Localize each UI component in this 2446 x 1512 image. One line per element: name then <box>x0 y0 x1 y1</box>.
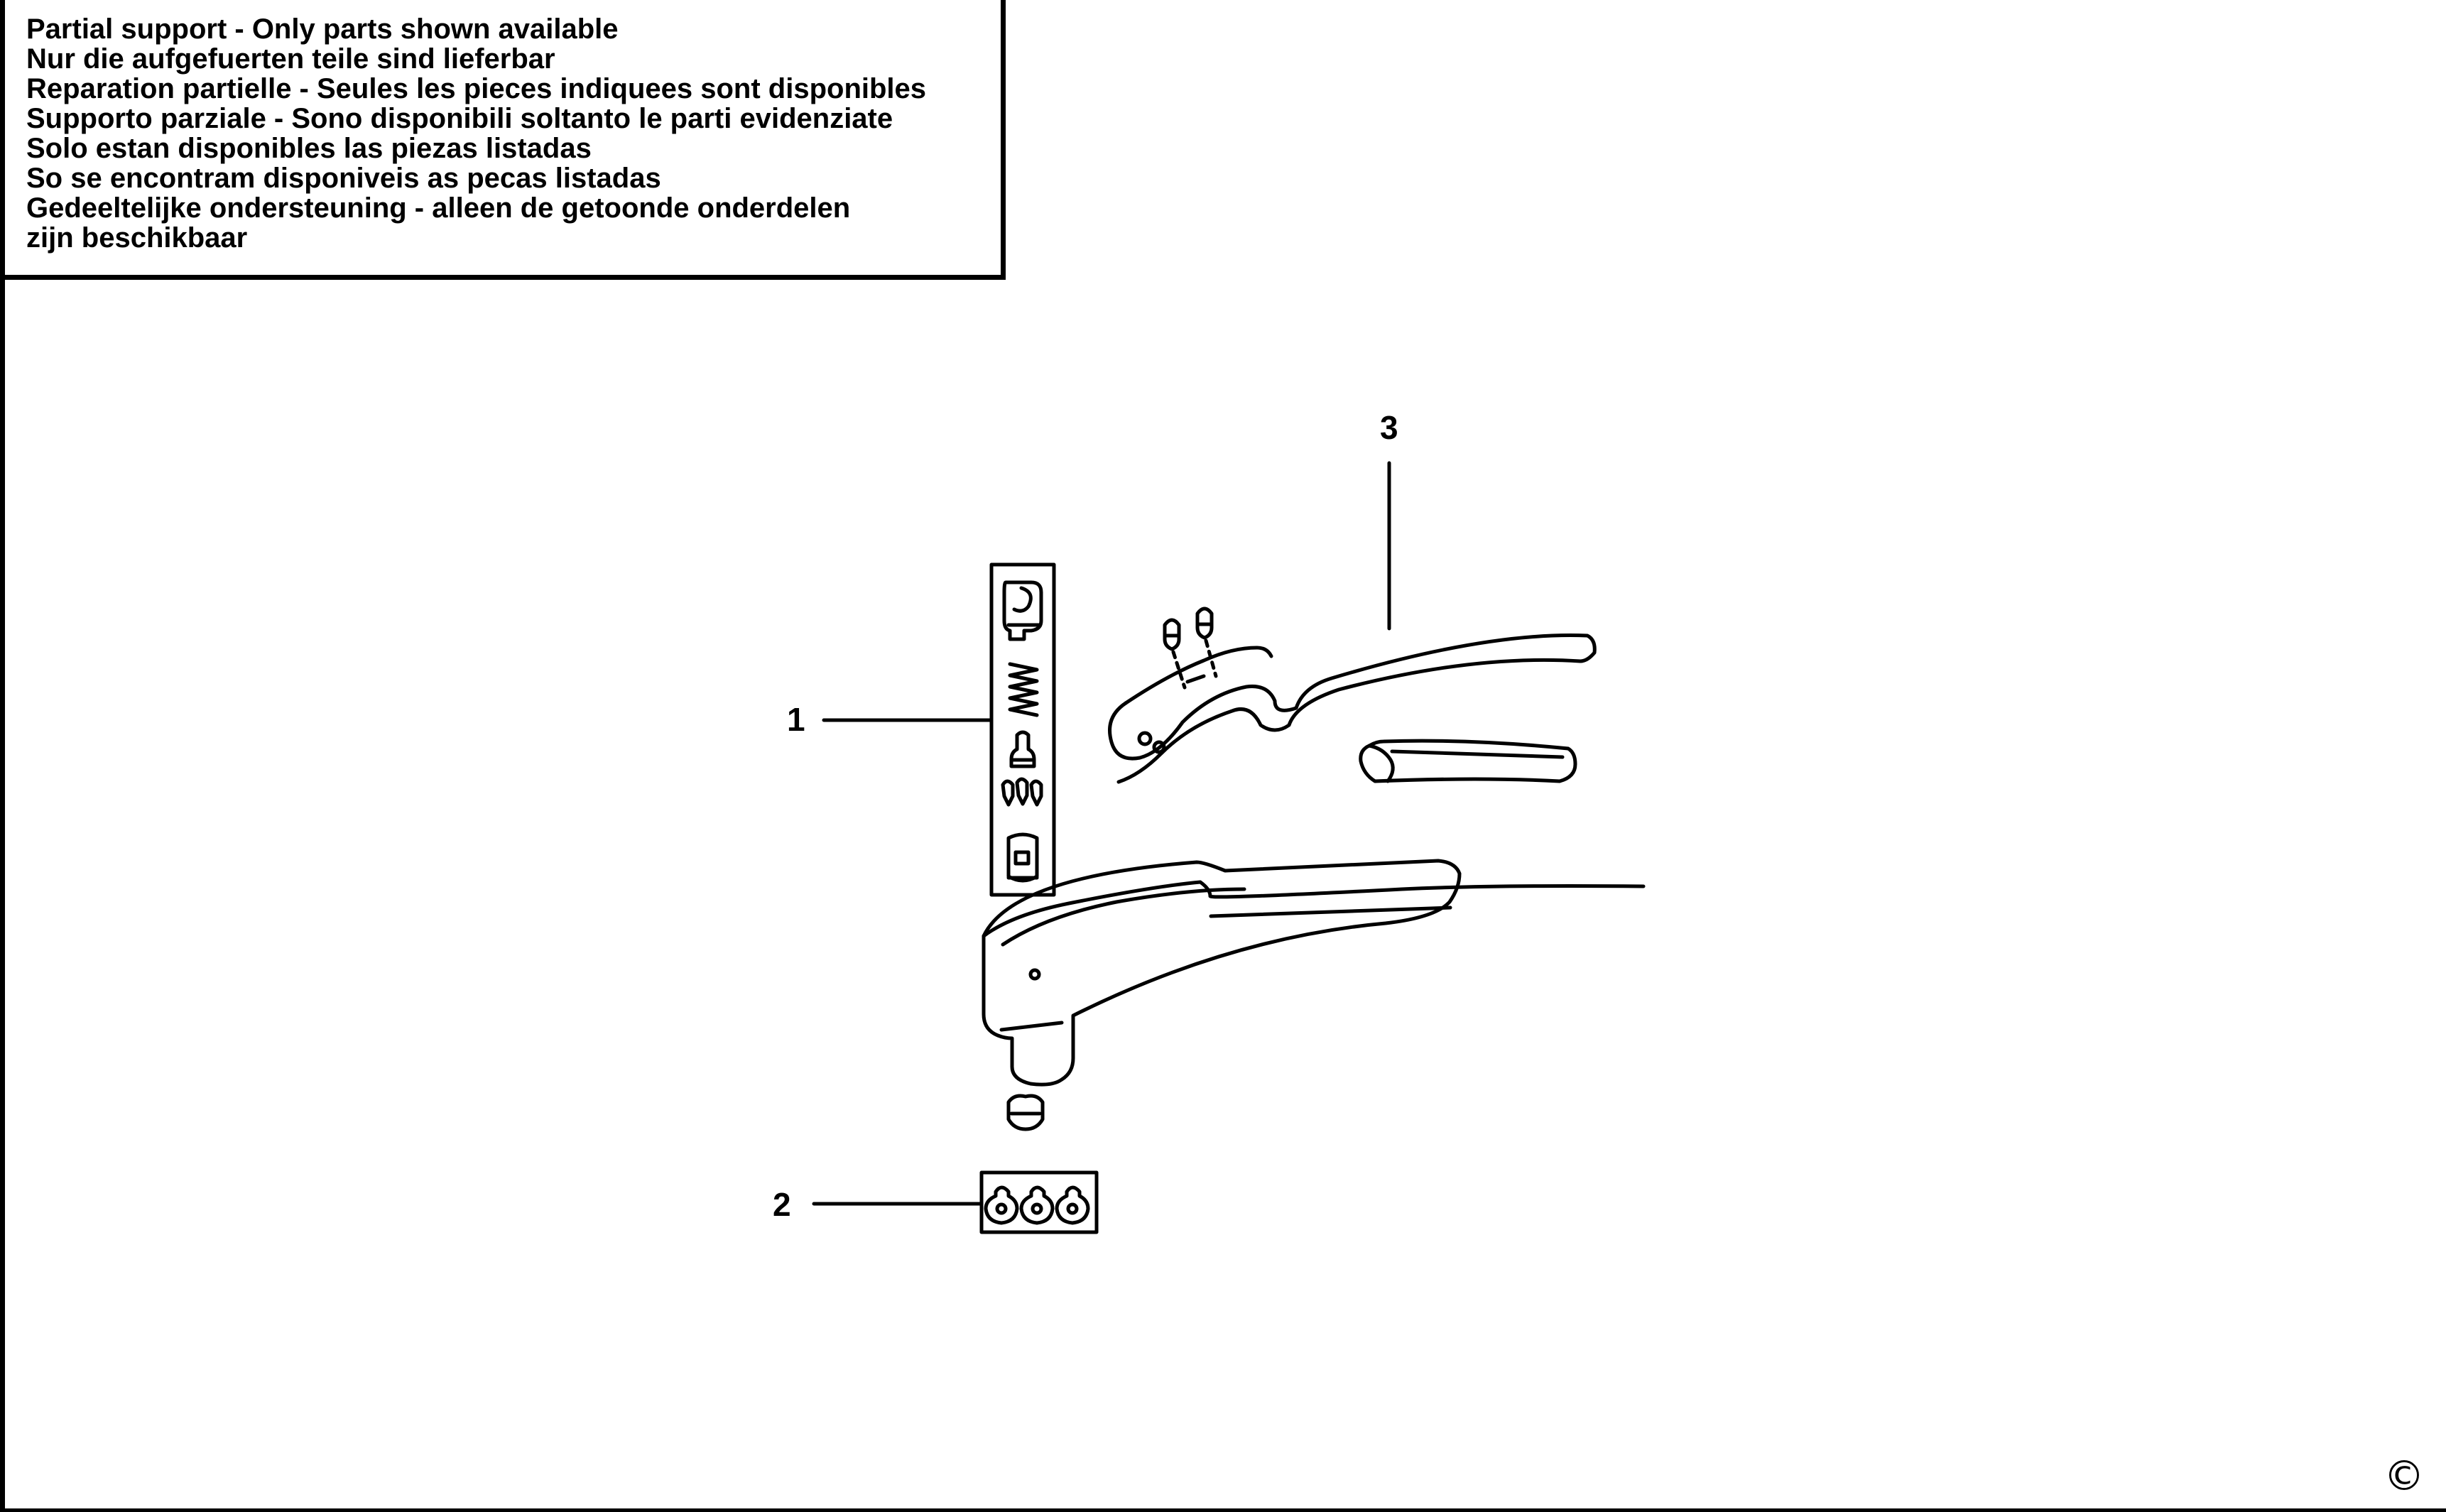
notice-line-fr: Reparation partielle - Seules les pieces… <box>26 73 927 104</box>
part-1-jaw-case <box>1006 832 1039 883</box>
notice-line-pt: So se encontram disponiveis as pecas lis… <box>26 163 661 194</box>
copyright-symbol: © <box>2384 1452 2425 1500</box>
callout-3: 3 <box>1380 409 1398 631</box>
partial-support-notice: Partial support - Only parts shown avail… <box>0 0 1006 280</box>
notice-lines: Partial support - Only parts shown avail… <box>26 14 926 253</box>
part-3-upper-handle <box>1108 633 1597 784</box>
part-1-kit-box <box>989 562 1056 897</box>
callout-2: 2 <box>773 1186 984 1223</box>
callout-1: 1 <box>787 701 994 738</box>
notice-line-es: Solo estan disponibles las piezas listad… <box>26 133 592 164</box>
part-3-handle-grip <box>1359 739 1577 783</box>
tool-body-lower-handle <box>982 859 1646 1087</box>
notice-line-nl: Gedeeltelijke ondersteuning - alleen de … <box>26 192 851 224</box>
callout-1-label: 1 <box>787 701 805 738</box>
part-1-spring <box>1008 662 1039 717</box>
tool-nosepiece <box>1006 1094 1045 1131</box>
part-1-jaw-housing <box>1002 580 1043 641</box>
part-1-jaws <box>1001 777 1043 807</box>
notice-line-en: Partial support - Only parts shown avail… <box>26 13 619 45</box>
part-1-pusher <box>1009 730 1036 768</box>
part-2-nosepieces <box>984 1185 1090 1225</box>
notice-line-nl-cont: zijn beschikbaar <box>26 222 248 254</box>
callout-3-label: 3 <box>1380 409 1398 446</box>
notice-line-it: Supporto parziale - Sono disponibili sol… <box>26 103 893 134</box>
notice-line-de: Nur die aufgefuerten teile sind lieferba… <box>26 43 555 75</box>
callout-2-label: 2 <box>773 1186 791 1223</box>
part-2-kit-box <box>979 1170 1099 1234</box>
